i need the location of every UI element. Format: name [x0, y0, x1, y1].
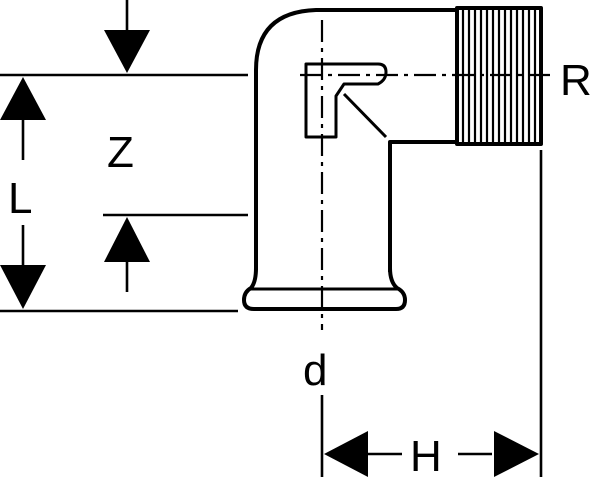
label-l: L [8, 174, 32, 223]
elbow-outer-profile [254, 8, 457, 270]
center-lines [300, 20, 552, 330]
arrow-z-top [104, 30, 150, 73]
arrow-l-bottom [0, 265, 46, 309]
elbow-fitting [242, 6, 543, 311]
label-h: H [410, 432, 442, 477]
dimension-lines [0, 0, 543, 477]
elbow-inner-profile [388, 140, 457, 272]
internal-channel [304, 62, 388, 139]
label-z: Z [107, 128, 134, 177]
label-r: R [560, 56, 592, 105]
arrow-h-right [494, 431, 539, 477]
arrow-h-left [324, 431, 368, 477]
label-d: d [303, 346, 327, 395]
arrow-z-bottom [104, 217, 150, 262]
arrowheads [0, 30, 539, 477]
arrow-l-top [0, 77, 46, 120]
